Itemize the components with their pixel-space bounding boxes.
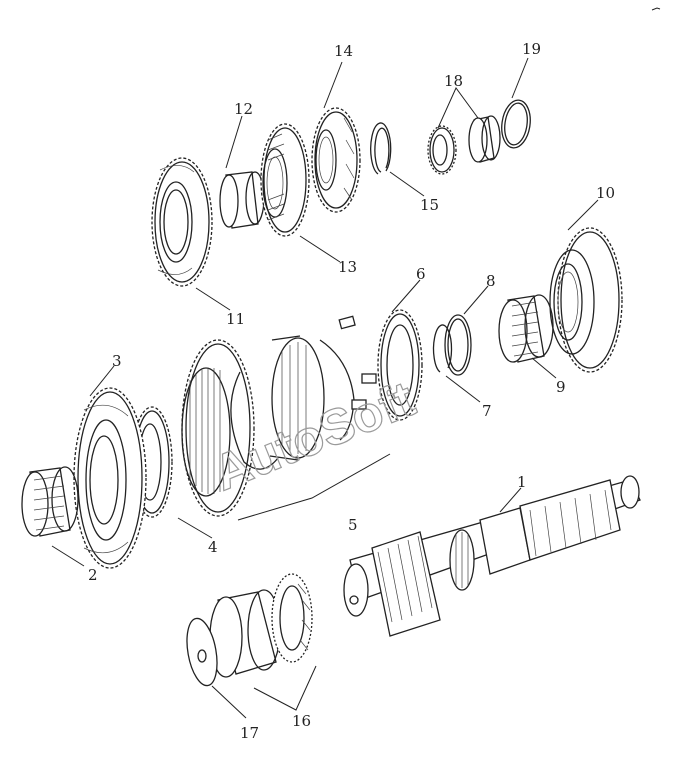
gear-3 xyxy=(73,387,147,569)
leader-17 xyxy=(211,685,247,719)
leader-7 xyxy=(445,375,481,403)
gear-13 xyxy=(260,123,310,237)
callout-11: 11 xyxy=(226,310,245,328)
ring-19 xyxy=(501,99,531,149)
leader-2 xyxy=(51,545,85,567)
callout-15: 15 xyxy=(420,196,439,214)
snap-ring-15 xyxy=(370,122,392,175)
tapered-bearing-16 xyxy=(209,573,313,678)
callout-2: 2 xyxy=(88,566,98,584)
callout-16: 16 xyxy=(292,712,311,730)
callout-4: 4 xyxy=(208,538,218,556)
callout-8: 8 xyxy=(486,272,496,290)
leader-12 xyxy=(225,115,243,169)
synchronizer-assembly-5 xyxy=(181,315,377,517)
callout-13: 13 xyxy=(338,258,357,276)
leader-5 xyxy=(237,453,391,521)
callout-5: 5 xyxy=(348,516,358,534)
gear-14 xyxy=(311,107,361,213)
leader-11 xyxy=(195,287,231,311)
callout-10: 10 xyxy=(596,184,615,202)
main-shaft-1 xyxy=(343,475,641,637)
needle-bearing-2 xyxy=(21,466,79,537)
leader-14 xyxy=(323,61,343,109)
corner-mark xyxy=(651,7,661,11)
callout-18: 18 xyxy=(444,72,463,90)
snap-ring-8 xyxy=(444,314,472,376)
leader-10 xyxy=(567,199,599,231)
gear-11 xyxy=(151,157,213,287)
leader-9 xyxy=(531,357,557,379)
callout-12: 12 xyxy=(234,100,253,118)
leader-lines xyxy=(51,57,599,719)
snap-ring-7 xyxy=(432,324,453,373)
callout-9: 9 xyxy=(556,378,566,396)
leader-6 xyxy=(391,279,421,313)
leader-1 xyxy=(499,487,522,513)
callout-7: 7 xyxy=(482,402,492,420)
gear-10 xyxy=(549,227,623,373)
leader-16 xyxy=(253,665,317,711)
bearing-18 xyxy=(427,115,501,175)
leader-19 xyxy=(511,57,529,99)
callout-14: 14 xyxy=(334,42,353,60)
sleeve-12 xyxy=(219,171,265,229)
leader-18 xyxy=(437,87,479,129)
leader-8 xyxy=(463,285,489,315)
needle-bearing-9 xyxy=(498,294,554,363)
synchro-ring-6 xyxy=(377,309,423,421)
callout-labels: 1 2 3 4 5 6 7 8 9 10 11 12 13 14 15 16 1… xyxy=(88,40,615,742)
callout-6: 6 xyxy=(416,265,426,283)
thrust-washer-17 xyxy=(186,617,218,687)
callout-1: 1 xyxy=(517,473,527,491)
callout-17: 17 xyxy=(240,724,259,742)
leader-15 xyxy=(389,171,425,197)
leader-13 xyxy=(299,235,341,263)
leader-3 xyxy=(89,365,115,397)
callout-19: 19 xyxy=(522,40,541,58)
leader-4 xyxy=(177,517,213,539)
callout-3: 3 xyxy=(112,352,122,370)
